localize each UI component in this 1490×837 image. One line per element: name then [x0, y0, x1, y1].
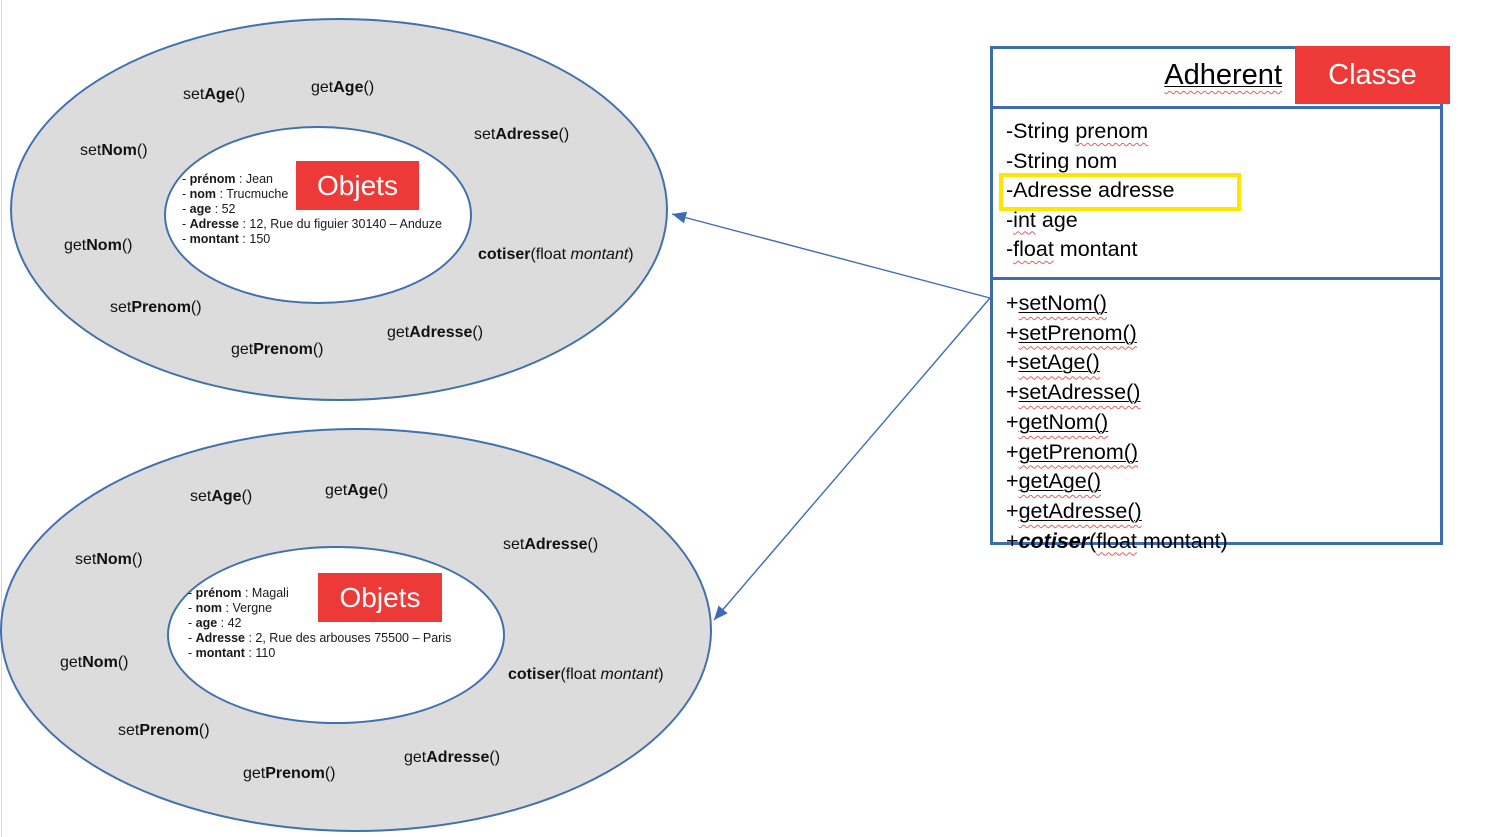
class-header: Adherent Classe: [993, 46, 1450, 109]
object-method-label-setPrenom: setPrenom(): [118, 722, 210, 739]
object-method-label-setNom: setNom(): [75, 551, 143, 568]
object-field-list: - prénom : Jean- nom : Trucmuche- age : …: [182, 172, 442, 247]
class-method-line: +cotiser(float montant): [1006, 528, 1228, 553]
object-method-label-getAge: getAge(): [325, 482, 389, 499]
object-method-label-setAge: setAge(): [190, 488, 253, 505]
class-method-line: +setPrenom(): [1006, 320, 1137, 345]
object-field: - montant : 110: [188, 646, 276, 660]
arrow-to-object-1: [671, 211, 991, 299]
slide-edge-line: [1, 0, 2, 837]
object-field: - Adresse : 12, Rue du figuier 30140 – A…: [182, 217, 442, 231]
class-attribute-line: -Adresse adresse: [1006, 178, 1175, 202]
object-method-label-cotiser: cotiser(float montant): [478, 246, 634, 263]
class-method-line: +setAdresse(): [1006, 380, 1141, 405]
object-method-label-setNom: setNom(): [80, 142, 148, 159]
class-method-line: +getAdresse(): [1006, 498, 1142, 523]
class-attribute-line: -int age: [1006, 207, 1078, 232]
class-box: Adherent Classe -String prenom -String no…: [990, 46, 1450, 553]
object-method-label-getAge: getAge(): [311, 79, 375, 96]
object-field: - nom : Vergne: [188, 601, 273, 615]
object-method-label-getNom: getNom(): [64, 237, 133, 254]
object-method-label-setAdresse: setAdresse(): [474, 126, 570, 143]
object-field: - Adresse : 2, Rue des arbouses 75500 – …: [188, 631, 452, 645]
class-method-line: +getPrenom(): [1006, 439, 1139, 464]
class-method-line: +getAge(): [1006, 469, 1102, 494]
object-inner-ellipse: [164, 126, 472, 304]
objets-label: Objets: [296, 161, 419, 210]
objets-label: Objets: [318, 573, 442, 622]
object-method-label-setAge: setAge(): [183, 86, 246, 103]
class-badge: Classe: [1295, 46, 1450, 104]
object-field: - nom : Trucmuche: [182, 187, 289, 201]
object-method-label-getPrenom: getPrenom(): [231, 341, 324, 358]
object-method-label-setPrenom: setPrenom(): [110, 299, 202, 316]
object-field: - age : 42: [188, 616, 242, 630]
class-title: Adherent: [1164, 59, 1282, 91]
object-method-label-getNom: getNom(): [60, 654, 129, 671]
class-methods-section: +setNom() +setPrenom() +setAge() +setAdress…: [993, 280, 1440, 556]
class-attribute-line: -float montant: [1006, 237, 1138, 261]
class-method-line: +setNom(): [1006, 291, 1107, 315]
object-method-label-setAdresse: setAdresse(): [503, 536, 599, 553]
object-method-label-getAdresse: getAdresse(): [387, 324, 484, 341]
object-field: - prénom : Jean: [182, 172, 274, 186]
object-field: - montant : 150: [182, 232, 271, 246]
object-method-label-cotiser: cotiser(float montant): [508, 666, 664, 683]
arrow-to-object-2: [713, 297, 991, 621]
object-method-label-getAdresse: getAdresse(): [404, 749, 501, 766]
object-field: - age : 52: [182, 202, 236, 216]
class-method-line: +setAge(): [1006, 350, 1100, 375]
object-field-list: - prénom : Magali- nom : Vergne- age : 4…: [188, 586, 451, 661]
class-attribute-line: -String prenom: [1006, 119, 1149, 143]
object-method-label-getPrenom: getPrenom(): [243, 765, 336, 782]
object-field: - prénom : Magali: [188, 586, 289, 600]
class-method-line: +getNom(): [1006, 409, 1109, 434]
class-attributes-section: -String prenom -String nom -Adresse adress…: [993, 109, 1440, 280]
class-attribute-line: -String nom: [1006, 148, 1118, 173]
